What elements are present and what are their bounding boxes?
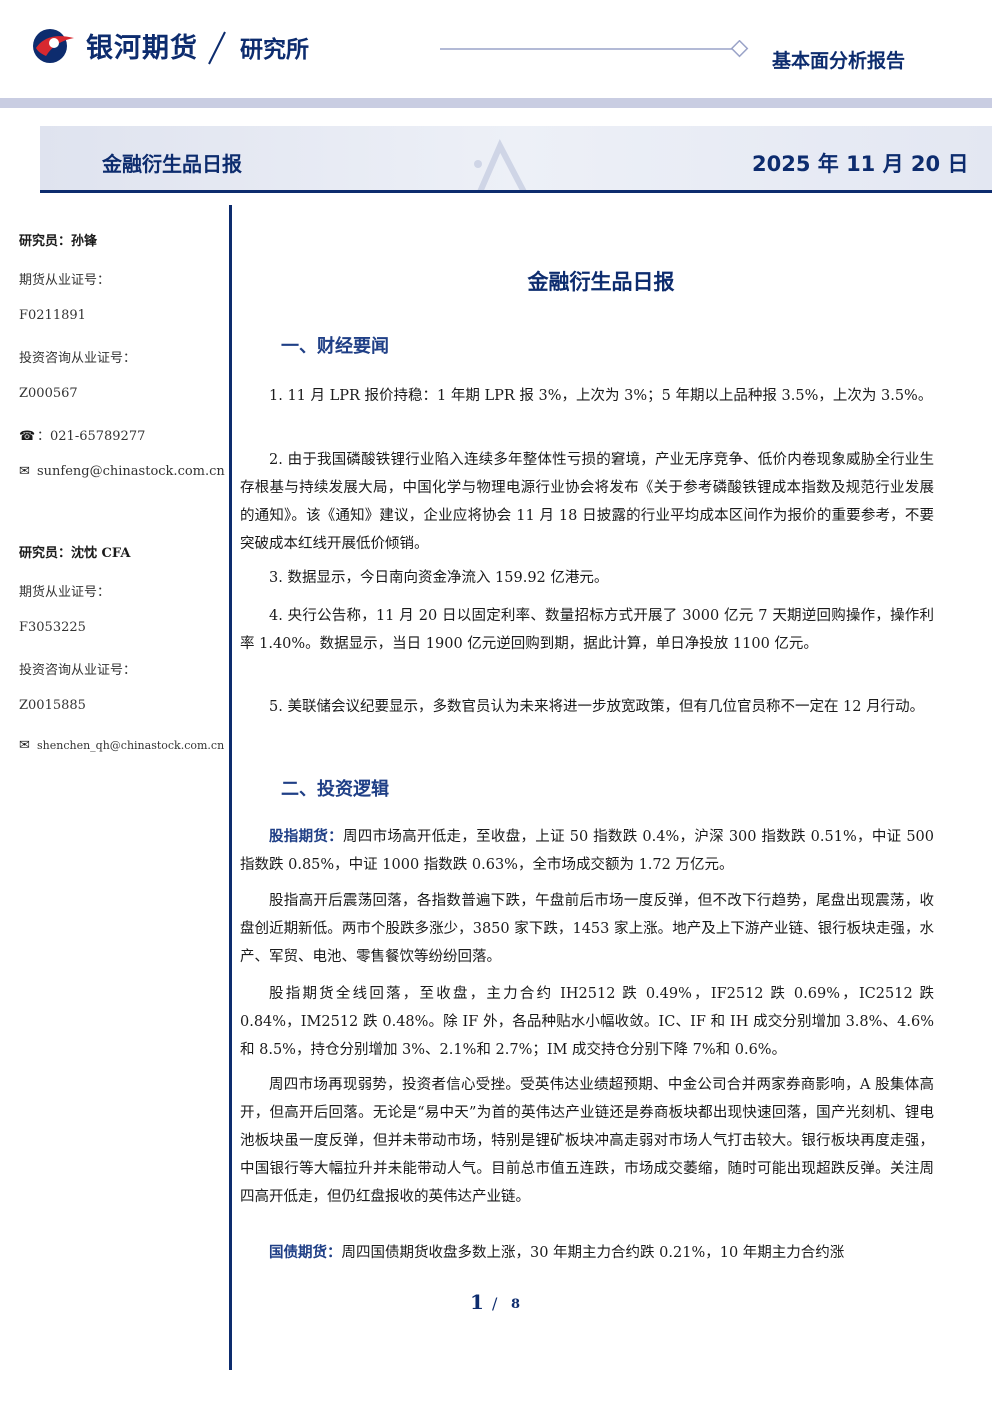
analyst-1-license: F0211891 bbox=[19, 308, 86, 323]
analyst-2-email[interactable]: shenchen_qh@chinastock.com.cn bbox=[37, 739, 225, 752]
sidebar-divider bbox=[229, 205, 232, 1370]
analyst-2-license-label: 期货从业证号： bbox=[19, 585, 111, 600]
page-separator: / bbox=[492, 1294, 498, 1313]
analyst-2-consult-label: 投资咨询从业证号： bbox=[19, 663, 137, 678]
news-item-1: 1. 11 月 LPR 报价持稳：1 年期 LPR 报 3%，上次为 3%；5 … bbox=[269, 388, 933, 404]
mail-icon: ✉ bbox=[19, 464, 30, 479]
banner-title: 金融衍生品日报 bbox=[102, 152, 242, 176]
treasury-futures-lead: 国债期货： bbox=[269, 1245, 342, 1261]
stock-index-futures-lead: 股指期货： bbox=[269, 829, 343, 845]
section-heading-news: 一、财经要闻 bbox=[281, 336, 389, 357]
stock-index-futures-paragraph: 股指期货：周四市场高开低走，至收盘，上证 50 指数跌 0.4%，沪深 300 … bbox=[240, 823, 934, 879]
header-slash-divider bbox=[208, 31, 226, 65]
title-banner bbox=[40, 126, 992, 192]
futures-contracts-paragraph: 股指期货全线回落，至收盘，主力合约 IH2512 跌 0.49%，IF2512 … bbox=[240, 986, 934, 1058]
analyst-2-license: F3053225 bbox=[19, 620, 86, 635]
galaxy-futures-logo-icon bbox=[33, 29, 74, 63]
report-date: 2025 年 11 月 20 日 bbox=[752, 152, 969, 176]
analyst-1-consult-label: 投资咨询从业证号： bbox=[19, 351, 137, 366]
brand-name: 银河期货 bbox=[86, 33, 198, 64]
analyst-1-email[interactable]: sunfeng@chinastock.com.cn bbox=[37, 464, 225, 479]
banner-underline bbox=[40, 190, 992, 193]
header-band bbox=[0, 98, 992, 108]
analyst-2-consult: Z0015885 bbox=[19, 698, 86, 713]
header-decorative-line bbox=[440, 40, 749, 58]
analyst-1-email-row: ✉ sunfeng@chinastock.com.cn bbox=[19, 464, 225, 479]
institute-name: 研究所 bbox=[240, 37, 309, 63]
analyst-1-license-label: 期货从业证号： bbox=[19, 273, 111, 288]
analyst-2-email-row: ✉ shenchen_qh@chinastock.com.cn bbox=[19, 738, 224, 753]
phone-icon: ☎ bbox=[19, 429, 36, 444]
banner-watermark-icon bbox=[474, 139, 527, 192]
page-total: 8 bbox=[511, 1297, 521, 1312]
report-type-label: 基本面分析报告 bbox=[772, 50, 906, 72]
news-item-2: 2. 由于我国磷酸铁锂行业陷入连续多年整体性亏损的窘境，产业无序竞争、低价内卷现… bbox=[240, 452, 934, 552]
section-heading-logic: 二、投资逻辑 bbox=[281, 779, 389, 800]
analyst-1-phone-row: ☎：021-65789277 bbox=[19, 425, 145, 444]
news-item-4: 4. 央行公告称，11 月 20 日以固定利率、数量招标方式开展了 3000 亿… bbox=[240, 608, 934, 652]
document-title: 金融衍生品日报 bbox=[527, 270, 675, 294]
page-number: 1 bbox=[470, 1290, 484, 1314]
index-trend-paragraph: 股指高开后震荡回落，各指数普遍下跌，午盘前后市场一度反弹，但不改下行趋势，尾盘出… bbox=[240, 893, 934, 965]
news-item-5: 5. 美联储会议纪要显示，多数官员认为未来将进一步放宽政策，但有几位官员称不一定… bbox=[269, 699, 925, 715]
treasury-futures-text: 周四国债期货收盘多数上涨，30 年期主力合约跌 0.21%，10 年期主力合约涨 bbox=[341, 1245, 845, 1261]
analyst-1-name: 研究员：孙锋 bbox=[19, 234, 98, 249]
analyst-1-consult: Z000567 bbox=[19, 386, 78, 401]
analyst-1-phone: ：021-65789277 bbox=[37, 429, 146, 444]
analyst-2-name: 研究员：沈忱 CFA bbox=[19, 546, 131, 561]
news-item-3: 3. 数据显示，今日南向资金净流入 159.92 亿港元。 bbox=[269, 570, 609, 586]
stock-index-futures-text: 周四市场高开低走，至收盘，上证 50 指数跌 0.4%，沪深 300 指数跌 0… bbox=[240, 829, 934, 873]
treasury-futures-paragraph: 国债期货：周四国债期货收盘多数上涨，30 年期主力合约跌 0.21%，10 年期… bbox=[240, 1239, 934, 1267]
mail-icon: ✉ bbox=[19, 738, 30, 753]
market-outlook-paragraph: 周四市场再现弱势，投资者信心受挫。受英伟达业绩超预期、中金公司合并两家券商影响，… bbox=[240, 1077, 934, 1205]
